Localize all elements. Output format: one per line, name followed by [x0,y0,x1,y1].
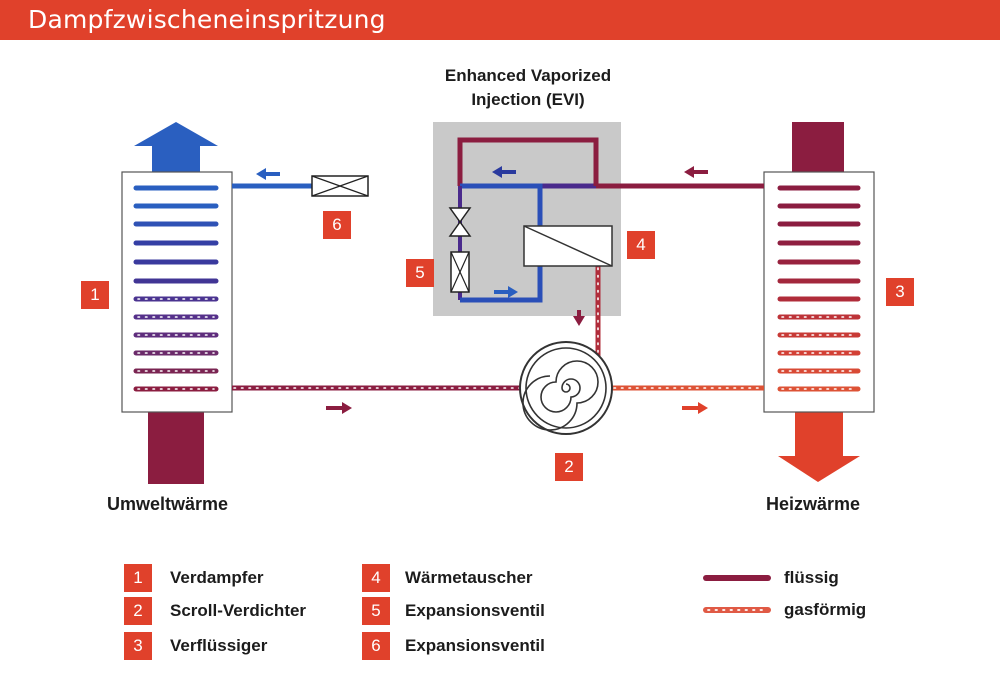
evi-title-line-2: Injection (EVI) [471,90,585,109]
badge-evaporator: 1 [81,281,109,309]
legend-num-4: 4 [362,564,390,592]
heating-heat-label: Heizwärme [766,494,861,514]
arrow-evi-top [492,166,516,178]
scroll-compressor [519,341,613,435]
legend-num-5: 5 [362,597,390,625]
arrow-bottom-left [326,402,352,414]
arrow-down-compressor [573,310,585,326]
arrow-bottom-right [682,402,708,414]
page-title: Dampfzwischeneinspritzung [28,5,386,34]
evi-return-line [460,266,543,303]
evi-injection-line [460,183,543,226]
expansion-valve-6 [311,175,369,197]
heating-inflow [792,122,844,174]
badge-expansion-valve-5: 5 [406,259,434,287]
arrow-evi-bottom [494,286,518,298]
legend-gas-label: gasförmig [784,600,867,619]
flow-arrows [256,166,708,414]
legend-label-6: Expansionsventil [405,636,545,655]
arrow-top-right [684,166,708,178]
arrow-top-left [256,168,280,180]
legend-label-3: Verflüssiger [170,636,268,655]
legend-label-4: Wärmetauscher [405,568,533,587]
expansion-valve-5 [448,207,472,293]
evi-loop [457,137,599,186]
ambient-heat-inflow [148,412,204,484]
badge-compressor: 2 [555,453,583,481]
heating-outflow-arrow [795,412,843,456]
condenser-coil-dots [781,316,857,390]
legend-label-2: Scroll-Verdichter [170,601,307,620]
ambient-heat-label: Umweltwärme [107,494,229,514]
title-bar: Dampfzwischeneinspritzung [0,0,1000,40]
badge-expansion-valve-6: 6 [323,211,351,239]
badge-condenser: 3 [886,278,914,306]
evi-title-line-1: Enhanced Vaporized [444,66,612,85]
legend-liquid-label: flüssig [784,568,839,587]
badge-heat-exchanger: 4 [627,231,655,259]
legend-label-1: Verdampfer [170,568,264,587]
legend-num-1: 1 [124,564,152,592]
legend-num-6: 6 [362,632,390,660]
legend-num-2: 2 [124,597,152,625]
legend-label-5: Expansionsventil [405,601,545,620]
legend-num-3: 3 [124,632,152,660]
evaporator-coil-dots [137,298,215,390]
